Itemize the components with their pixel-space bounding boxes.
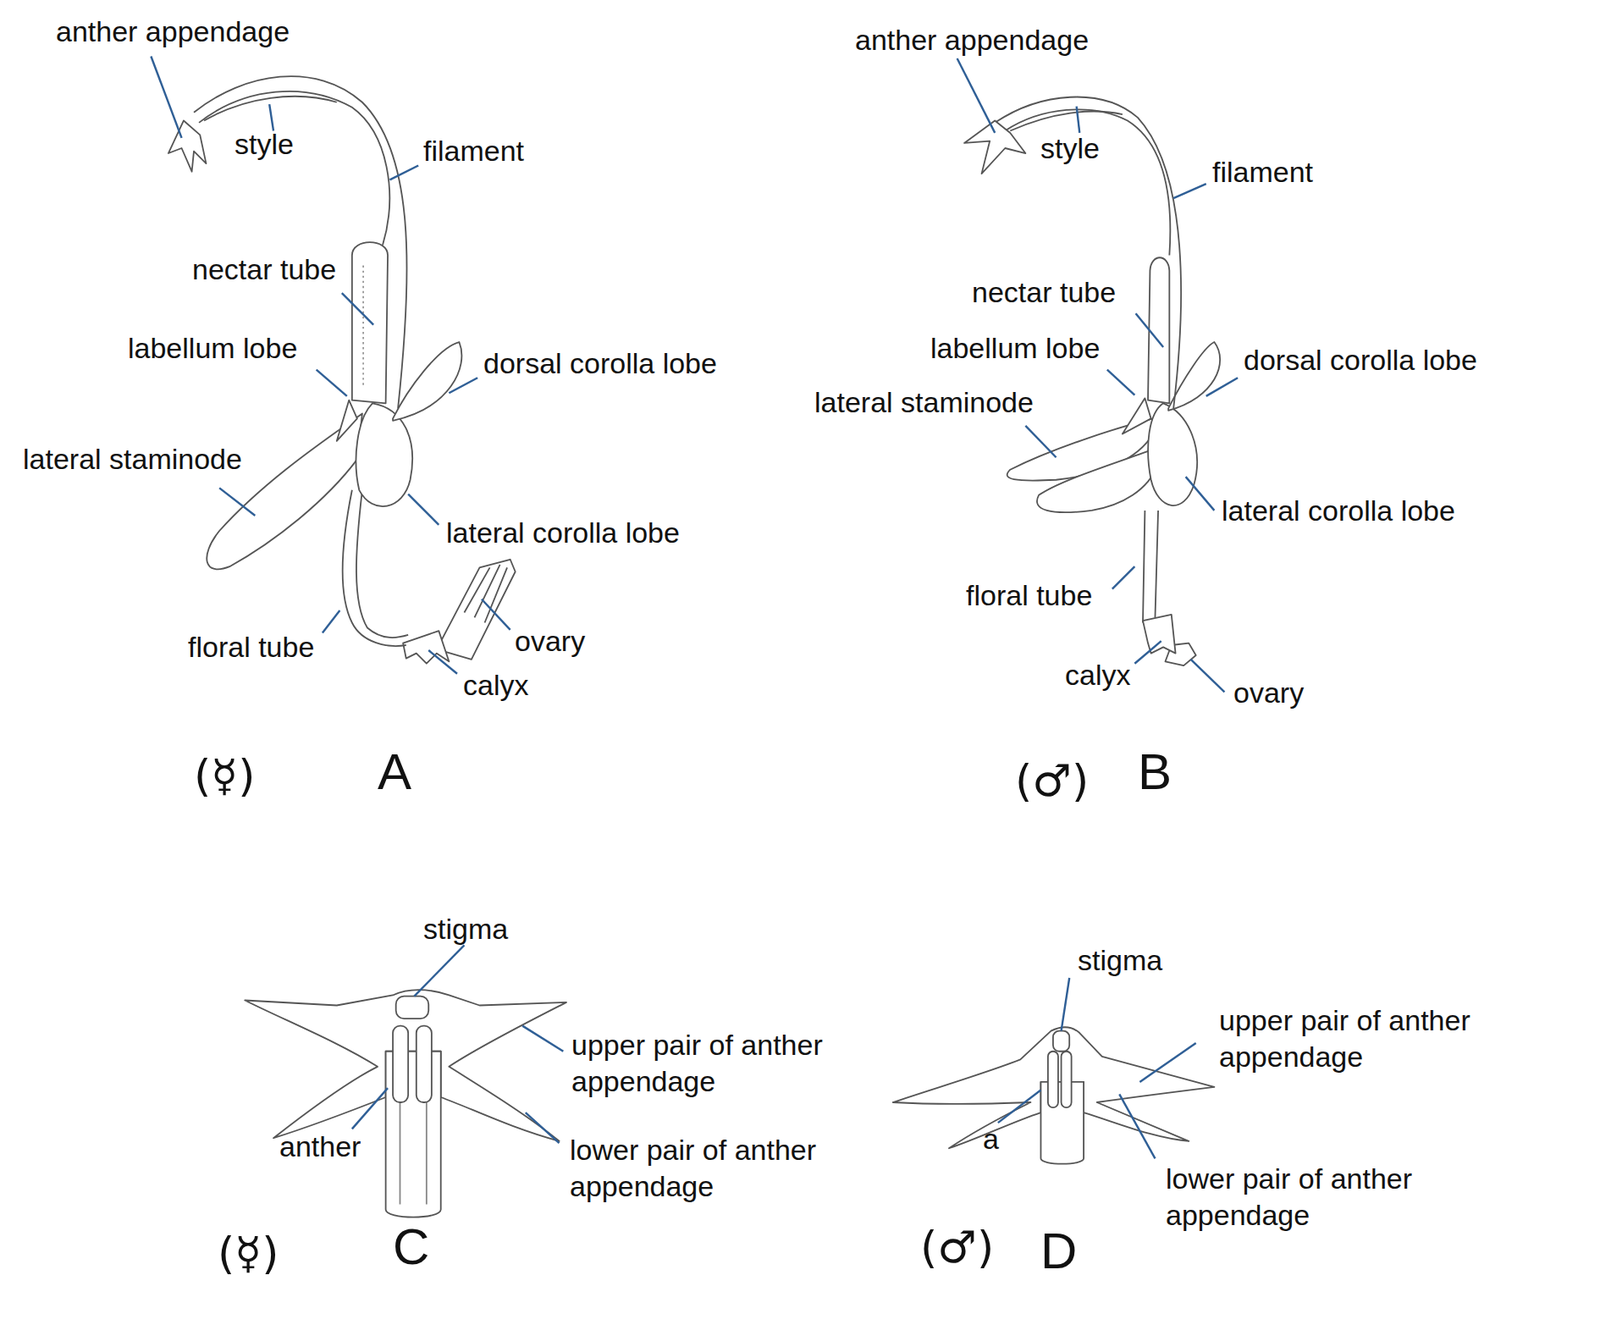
part-label: anther xyxy=(279,1129,361,1165)
panel-letter: D xyxy=(1040,1220,1077,1282)
part-label: stigma xyxy=(423,911,508,947)
part-label: upper pair of anther appendage xyxy=(1219,1002,1476,1076)
leader-lines xyxy=(150,56,1238,1159)
part-label: anther appendage xyxy=(855,22,1089,58)
part-label: floral tube xyxy=(187,629,315,665)
part-label: dorsal corolla lobe xyxy=(483,346,718,381)
part-label: ovary xyxy=(514,623,585,659)
part-label: anther appendage xyxy=(55,14,290,50)
panel-letter: A xyxy=(377,741,412,803)
sex-symbol: (☿) xyxy=(193,749,256,802)
part-label: lateral corolla lobe xyxy=(1221,493,1456,529)
panel-letter: B xyxy=(1137,741,1172,803)
part-label: nectar tube xyxy=(192,252,337,287)
part-label: upper pair of anther appendage xyxy=(571,1026,828,1100)
sex-symbol: (♂) xyxy=(1015,754,1089,807)
part-label: stigma xyxy=(1077,943,1163,978)
part-label: labellum lobe xyxy=(127,331,298,366)
part-label: lateral corolla lobe xyxy=(446,515,680,551)
part-label: calyx xyxy=(1064,657,1131,693)
part-label: style xyxy=(1040,131,1100,166)
panel-letter: C xyxy=(392,1216,430,1278)
sex-symbol: (♂) xyxy=(920,1220,994,1274)
part-label: lower pair of anther appendage xyxy=(1165,1160,1423,1234)
part-label: calyx xyxy=(463,667,529,703)
part-label: filament xyxy=(423,133,525,169)
part-label: lateral staminode xyxy=(814,385,1034,420)
part-label: floral tube xyxy=(965,578,1093,613)
part-label: lower pair of anther appendage xyxy=(569,1131,827,1205)
part-label: filament xyxy=(1212,154,1314,190)
part-label: ovary xyxy=(1233,675,1304,711)
part-label: a xyxy=(982,1121,999,1157)
flower-drawing xyxy=(168,76,1220,1218)
sex-symbol: (☿) xyxy=(217,1226,280,1280)
part-label: labellum lobe xyxy=(930,331,1100,366)
part-label: style xyxy=(234,126,294,162)
part-label: lateral staminode xyxy=(22,441,243,477)
part-label: dorsal corolla lobe xyxy=(1243,342,1478,378)
part-label: nectar tube xyxy=(971,275,1116,310)
